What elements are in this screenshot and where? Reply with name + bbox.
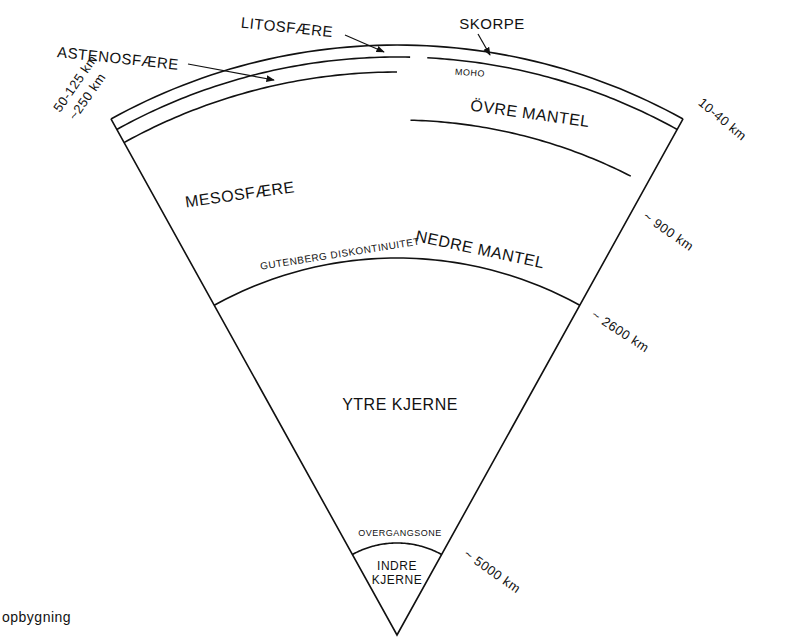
depth-label: ~ 5000 km bbox=[461, 547, 523, 597]
asthenosphere-boundary bbox=[124, 72, 397, 143]
layer-name: YTRE KJERNE bbox=[342, 396, 458, 414]
layer-name: NEDRE MANTEL bbox=[414, 227, 546, 272]
upper-mantle-boundary bbox=[410, 120, 630, 176]
leader-line bbox=[188, 64, 274, 80]
leader-line bbox=[345, 35, 384, 52]
layer-name: ÖVRE MANTEL bbox=[469, 97, 591, 132]
depth-label: ~ 900 km bbox=[640, 209, 696, 254]
layer-name: ASTENOSFÆRE bbox=[56, 43, 179, 73]
boundary-name: GUTENBERG DISKONTINUITET bbox=[259, 236, 420, 273]
depth-label: ~ 2600 km bbox=[588, 308, 651, 356]
layer-name: LITOSFÆRE bbox=[240, 14, 334, 41]
layer-name: INDRE KJERNE bbox=[368, 560, 426, 588]
surface-arc bbox=[111, 45, 683, 119]
caption-fragment: opbygning bbox=[2, 609, 71, 625]
depth-label: 10-40 km bbox=[695, 96, 749, 145]
leader-line bbox=[478, 34, 490, 55]
zone-name: OVERGANGSONE bbox=[358, 528, 442, 538]
boundary-name: MOHO bbox=[455, 67, 486, 79]
layer-name: MESOSFÆRE bbox=[184, 178, 296, 212]
layer-name: SKORPE bbox=[459, 15, 525, 32]
transition-zone-arc bbox=[352, 543, 441, 555]
wedge-edge bbox=[111, 119, 683, 635]
